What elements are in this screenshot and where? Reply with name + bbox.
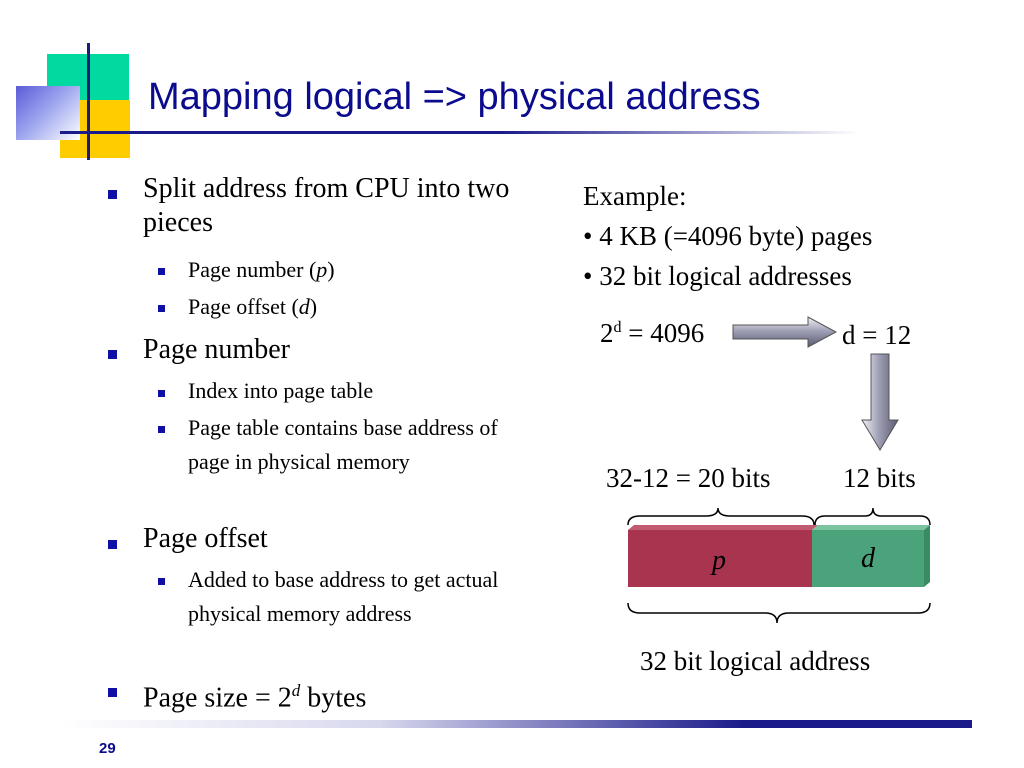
bullet-marker <box>108 540 117 549</box>
sub-bullet-marker <box>158 390 165 397</box>
d-segment <box>812 530 924 587</box>
d-segment-label: d <box>861 543 875 574</box>
logical-address-caption: 32 bit logical address <box>640 646 871 676</box>
bullet-marker <box>108 190 117 199</box>
sub-bullet-page-offset: Page offset (d) <box>188 294 318 319</box>
result-d-equals: d = 12 <box>842 320 912 350</box>
sub-bullet-marker <box>158 268 165 275</box>
slide-title: Mapping logical => physical address <box>148 76 761 118</box>
sub-bullet-marker <box>158 305 165 312</box>
footer-line <box>60 720 972 728</box>
sub-bullet-text: Index into page table <box>188 378 374 403</box>
sub-bullet-text: Page table contains base address of page… <box>188 415 498 474</box>
d-segment-side <box>924 525 930 587</box>
example-heading: Example: <box>583 181 687 211</box>
bullet-marker <box>108 688 117 697</box>
d-segment-top <box>812 525 930 530</box>
d-brace <box>814 507 931 526</box>
sub-bullet-marker <box>158 426 165 433</box>
down-arrow-icon <box>861 353 899 451</box>
page-number: 29 <box>99 740 116 757</box>
d-bits-label: 12 bits <box>843 463 916 493</box>
bullet-page-size: Page size = 2d bytes <box>143 681 367 714</box>
sub-bullet-marker <box>158 578 165 585</box>
sub-bullet-page-number: Page number (p) <box>188 257 335 282</box>
sub-bullet-text: Added to base address to get actual phys… <box>188 567 499 626</box>
p-segment <box>628 530 812 587</box>
address-diagram <box>627 507 931 624</box>
example-item: • 4 KB (=4096 byte) pages <box>583 221 873 251</box>
decor-vertical-line <box>87 43 90 160</box>
p-brace <box>627 507 815 526</box>
title-underline <box>60 131 860 134</box>
bullet-marker <box>108 350 117 359</box>
bullet-text: Page offset <box>143 523 268 554</box>
right-arrow-icon <box>732 316 838 348</box>
equation: 2d = 4096 <box>600 318 705 348</box>
example-item: • 32 bit logical addresses <box>583 261 852 291</box>
p-segment-label: p <box>712 545 726 576</box>
bullet-text: Page number <box>143 334 290 365</box>
p-segment-top <box>628 525 818 530</box>
bullet-text: Split address from CPU into two pieces <box>143 173 510 238</box>
full-brace <box>627 602 931 624</box>
p-bits-label: 32-12 = 20 bits <box>606 463 771 493</box>
